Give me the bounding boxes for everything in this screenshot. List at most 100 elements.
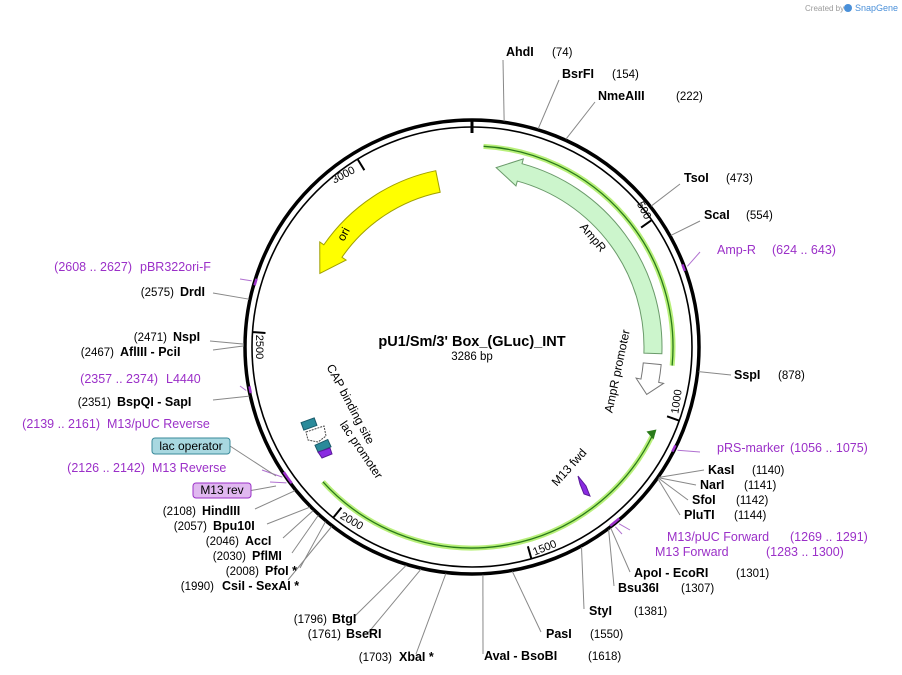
enzyme-site[interactable]: StyI(1381): [589, 604, 667, 618]
primer-site[interactable]: Amp-R(624 .. 643): [717, 243, 836, 257]
primer-site[interactable]: pRS-marker(1056 .. 1075): [717, 441, 868, 455]
enzyme-site[interactable]: ApoI - EcoRI(1301): [634, 566, 769, 580]
enzyme-name: AvaI - BsoBI: [484, 649, 557, 663]
primer-name: Amp-R: [717, 243, 756, 257]
feature-cap-binding-site: [300, 417, 318, 431]
enzyme-site[interactable]: CsiI - SexAI * (1990): [181, 579, 299, 593]
enzyme-position: (1307): [681, 583, 714, 595]
primer-site[interactable]: M13/pUC Reverse(2139 .. 2161): [22, 417, 210, 431]
enzyme-site[interactable]: KasI(1140): [708, 463, 785, 477]
enzyme-site[interactable]: BseRI (1761): [308, 627, 382, 641]
tick-1000: [666, 415, 680, 422]
feature-lac-promoter: [305, 425, 327, 443]
enzyme-site[interactable]: BtgI(1796): [294, 612, 357, 626]
primer-leader: [615, 526, 623, 535]
enzyme-site[interactable]: Bsu36I(1307): [618, 581, 714, 595]
feature-m13-rev: [317, 447, 333, 459]
enzyme-site[interactable]: PflMI(2030): [213, 549, 282, 563]
enzyme-name: NmeAIII: [598, 89, 645, 103]
leader-lines: [209, 59, 732, 655]
enzyme-name: SfoI: [692, 493, 716, 507]
primer-range: (2608 .. 2627): [54, 260, 132, 274]
enzyme-position: (74): [552, 47, 573, 59]
enzyme-leader: [608, 529, 615, 587]
boxed-label-text: M13 rev: [200, 483, 243, 497]
watermark-brand: SnapGene: [855, 3, 898, 13]
enzyme-name: TsoI: [684, 171, 709, 185]
primer-leader: [239, 385, 247, 391]
boxed-feature-label[interactable]: lac operator: [151, 437, 231, 455]
enzyme-name: HindIII: [202, 504, 240, 518]
enzyme-leader: [650, 183, 681, 207]
enzyme-leader: [658, 469, 705, 478]
primer-leader: [677, 449, 701, 453]
primer-mark: [609, 520, 617, 527]
primer-name: M13/pUC Forward: [667, 530, 769, 544]
enzyme-position: (1618): [588, 651, 621, 663]
enzyme-site[interactable]: BspQI - SapI(2351): [78, 395, 192, 409]
enzyme-name: BseRI: [346, 627, 381, 641]
primer-range: (2139 .. 2161): [22, 417, 100, 431]
enzyme-position: (2046): [206, 536, 239, 548]
primer-mark: [248, 386, 252, 394]
enzyme-leader: [581, 546, 585, 610]
boxed-feature-label[interactable]: M13 rev: [192, 482, 252, 499]
enzyme-position: (1761): [308, 629, 341, 641]
enzyme-name: ScaI: [704, 208, 730, 222]
feature-label-ori: ori: [334, 225, 353, 243]
enzyme-leader: [415, 573, 447, 655]
primer-site[interactable]: pBR322ori-F (2608 .. 2627): [54, 260, 211, 274]
enzyme-site[interactable]: NspI(2471): [134, 330, 200, 344]
enzyme-position: (1990): [181, 581, 214, 593]
enzyme-position: (154): [612, 69, 639, 81]
enzyme-position: (2471): [134, 332, 167, 344]
enzyme-site[interactable]: DrdI(2575): [141, 285, 205, 299]
enzyme-site[interactable]: SspI(878): [734, 368, 805, 382]
enzyme-position: (1550): [590, 629, 623, 641]
enzyme-leader: [212, 395, 250, 401]
enzyme-leader: [537, 79, 560, 130]
enzyme-site[interactable]: PluTI(1144): [684, 508, 767, 522]
tick-3000: [356, 158, 366, 171]
enzyme-site[interactable]: PasI(1550): [546, 627, 623, 641]
enzyme-site[interactable]: ScaI(554): [704, 208, 773, 222]
enzyme-leader: [658, 477, 689, 501]
enzyme-site[interactable]: NarI(1141): [700, 478, 777, 492]
enzyme-site[interactable]: XbaI *(1703): [359, 650, 434, 664]
enzyme-site[interactable]: AccI(2046): [206, 534, 272, 548]
primer-site[interactable]: M13 Reverse(2126 .. 2142): [67, 461, 226, 475]
primer-mark: [253, 278, 258, 286]
primer-site[interactable]: M13/pUC Forward(1269 .. 1291): [667, 530, 868, 544]
tick-label: 1000: [669, 389, 684, 415]
enzyme-site[interactable]: AhdI (74): [506, 45, 573, 59]
enzyme-site[interactable]: TsoI(473): [684, 171, 753, 185]
primer-name: L4440: [166, 372, 201, 386]
enzyme-site[interactable]: AvaI - BsoBI (1618): [484, 649, 621, 663]
enzyme-position: (2008): [226, 566, 259, 578]
enzyme-name: PluTI: [684, 508, 715, 522]
primer-name: M13 Forward: [655, 545, 729, 559]
enzyme-site[interactable]: Bpu10I(2057): [174, 519, 255, 533]
enzyme-site[interactable]: BsrFI(154): [562, 67, 639, 81]
primer-site[interactable]: M13 Forward (1283 .. 1300): [655, 545, 844, 559]
primer-name: pBR322ori-F: [140, 260, 211, 274]
enzyme-site[interactable]: HindIII(2108): [163, 504, 240, 518]
enzyme-name: SspI: [734, 368, 760, 382]
feature-ampr: [495, 158, 663, 355]
tick-label: 2500: [253, 335, 265, 359]
enzyme-site[interactable]: SfoI(1142): [692, 493, 769, 507]
enzyme-leader: [254, 490, 296, 510]
enzyme-site[interactable]: PfoI *(2008): [226, 564, 297, 578]
enzyme-site[interactable]: AflIII - PciI(2467): [81, 345, 181, 359]
enzyme-leader: [209, 340, 245, 345]
primer-mark: [286, 476, 293, 485]
enzyme-name: AhdI: [506, 45, 534, 59]
primer-range: (1283 .. 1300): [766, 545, 844, 559]
enzyme-name: CsiI - SexAI *: [222, 579, 299, 593]
primer-site[interactable]: L4440(2357 .. 2374): [80, 372, 201, 386]
enzyme-leader: [367, 568, 422, 634]
ampr-orf-line: [483, 145, 674, 366]
orf-line: [322, 435, 654, 549]
enzyme-leader: [287, 526, 332, 581]
enzyme-site[interactable]: NmeAIII(222): [598, 89, 703, 103]
